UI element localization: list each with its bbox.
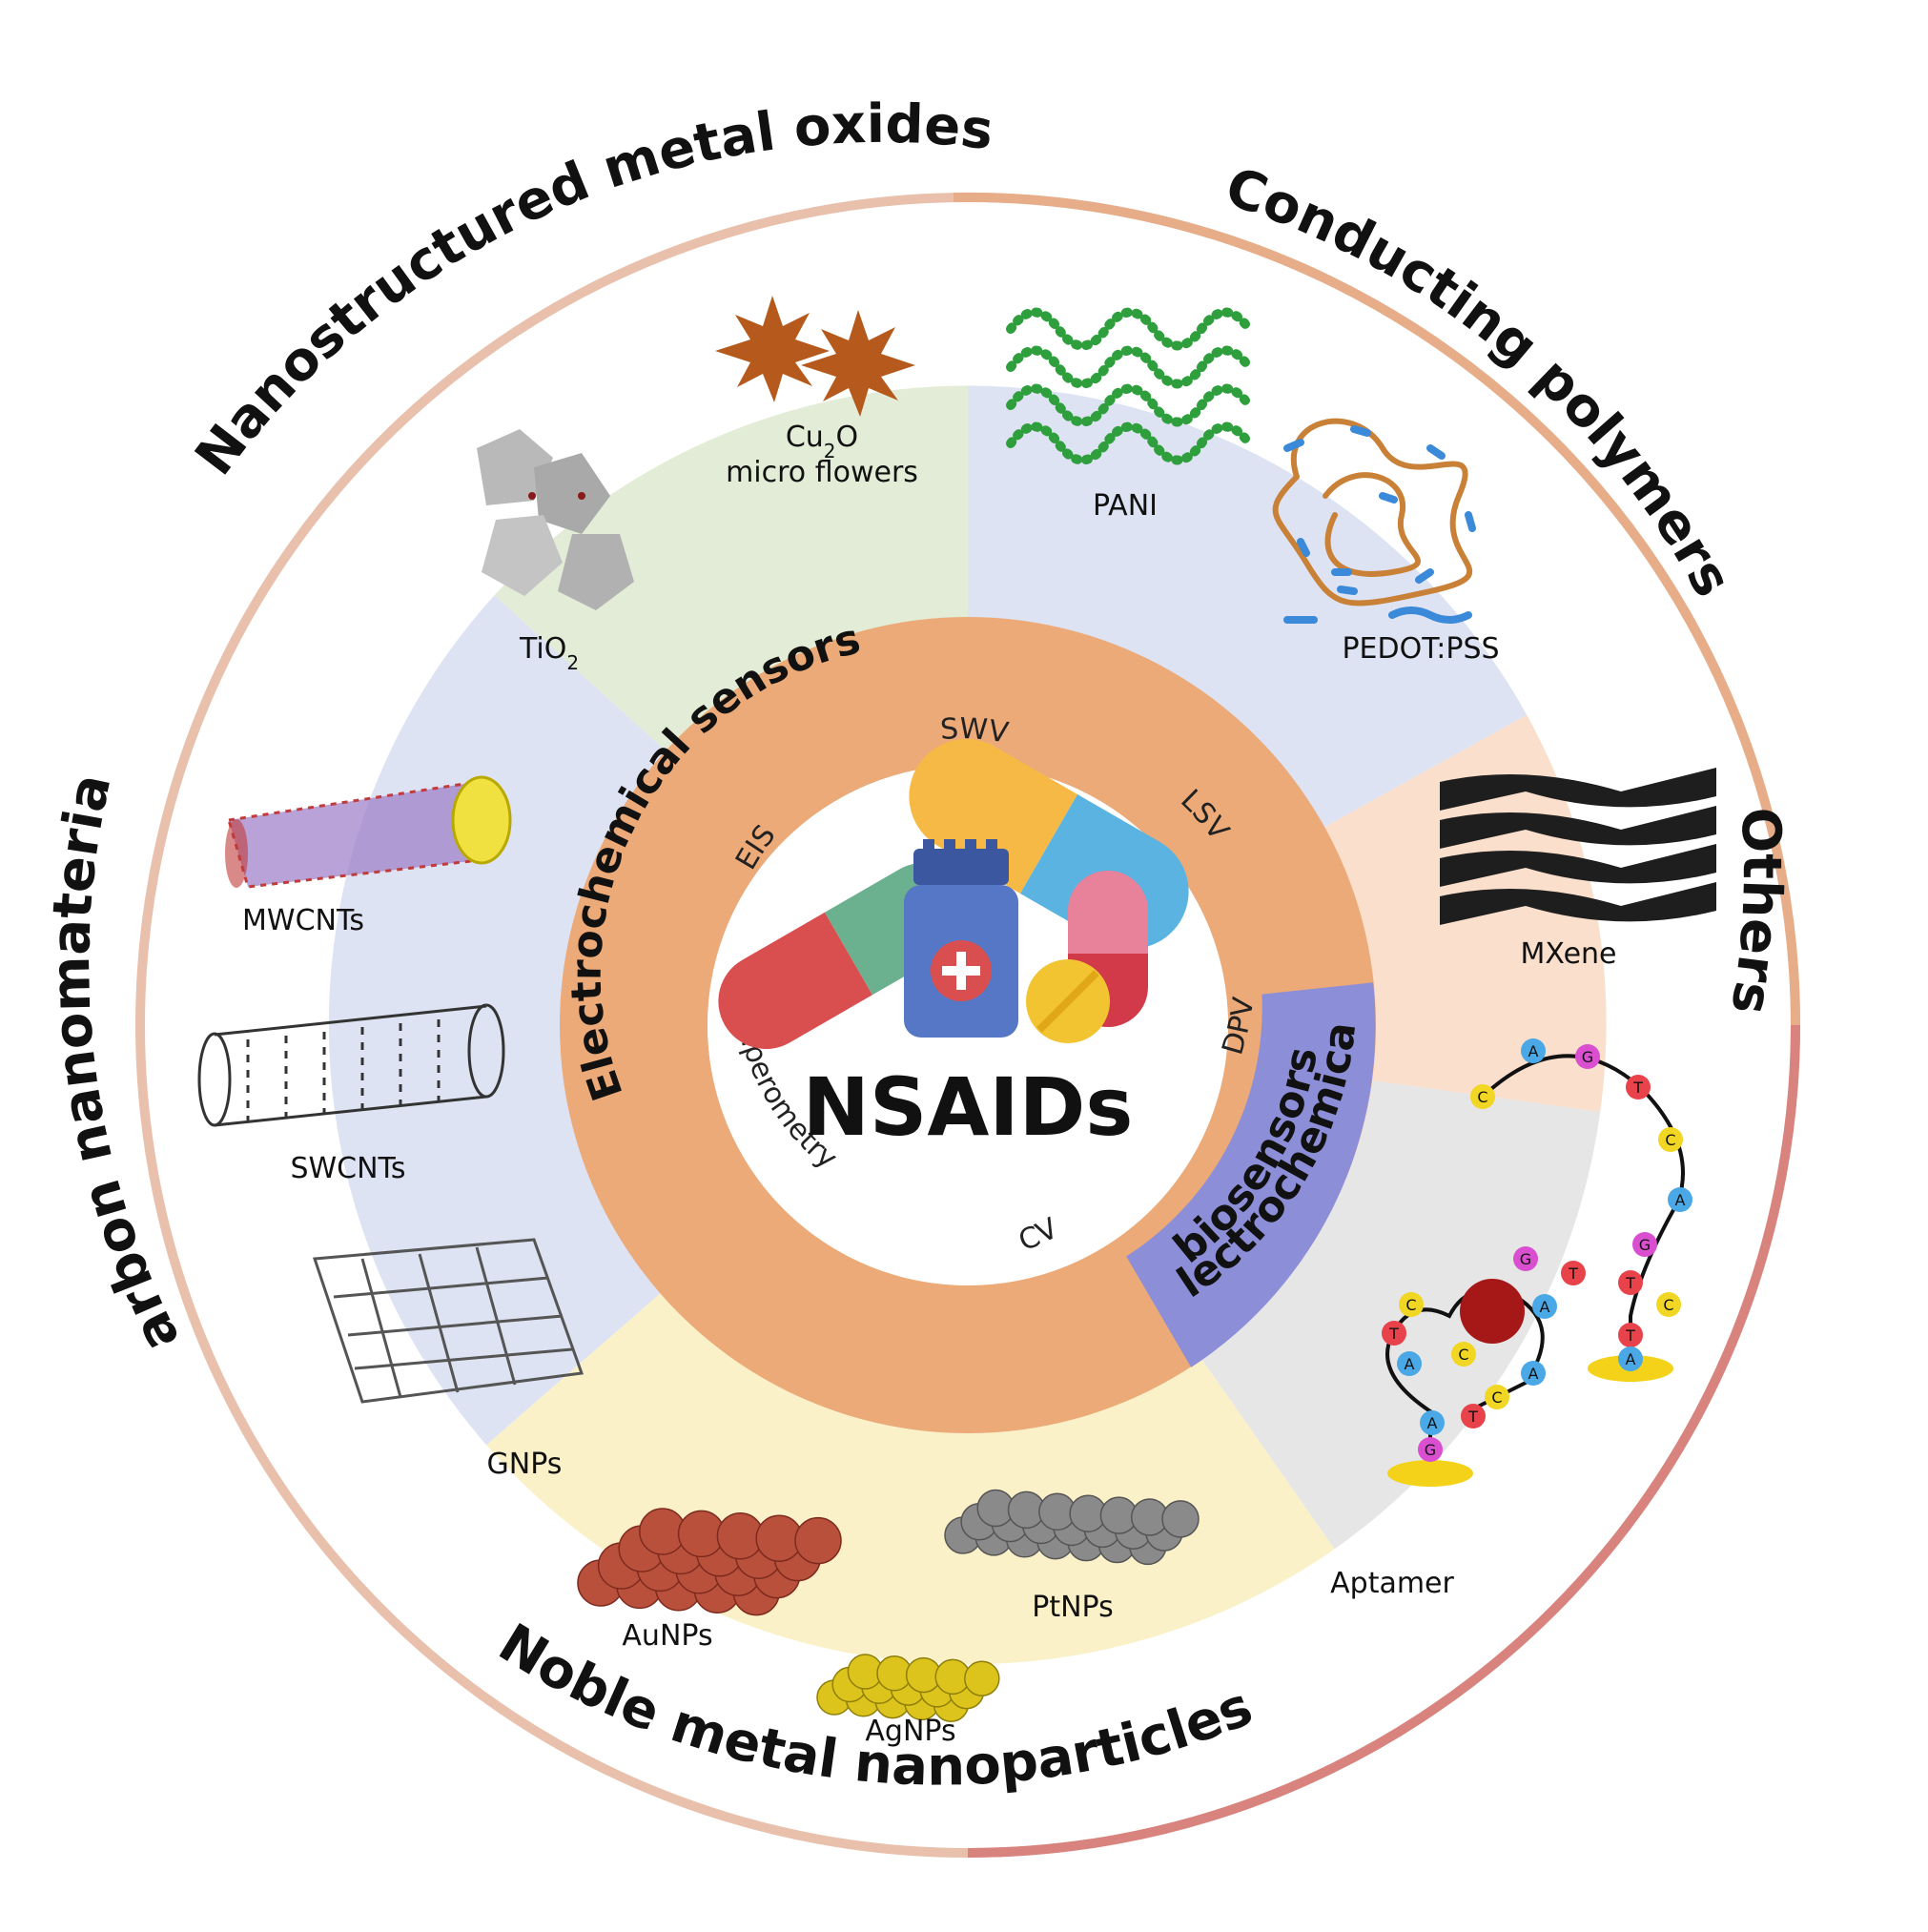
aunps-label: AuNPs [622,1619,712,1653]
aptamer-base-bead [1521,1361,1546,1386]
pill-tablet [1026,959,1110,1043]
aptamer-base-bead [1382,1321,1406,1346]
aptamer-base-letter: G [1582,1048,1593,1066]
pani-label: PANI [1093,489,1158,523]
nanoparticle [964,1660,1000,1696]
aptamer-base-letter: T [1632,1079,1643,1097]
tio2-label: TiO2 [519,632,579,674]
center-title: NSAIDs [803,1060,1134,1154]
aptamer-base-bead [1656,1292,1681,1317]
aptamer-base-bead [1397,1351,1422,1376]
aptamer-base-bead [1668,1187,1692,1212]
agnps-label: AgNPs [865,1715,955,1748]
mwcnts-label: MWCNTs [242,904,364,937]
target-molecule [1460,1279,1525,1344]
aptamer-base-letter: G [1520,1250,1531,1268]
aptamer-base-letter: T [1625,1274,1635,1292]
agnps-icon [816,1654,1000,1722]
aptamer-base-bead [1618,1346,1643,1371]
outer-label-carbon: Carbon nanomaterials [0,0,192,1361]
biosensor-segment [1126,982,1376,1367]
aptamer-base-bead [1513,1246,1538,1271]
nanoparticle [794,1516,842,1565]
aptamer-base-letter: T [1388,1325,1399,1343]
swcnts-icon [197,1003,505,1127]
cu2o-label-line2: micro flowers [726,456,918,489]
aptamer-base-letter: A [1540,1298,1550,1316]
aptamer-base-bead [1618,1270,1643,1295]
aptamer-base-bead [1532,1294,1557,1319]
pedot-pss-label: PEDOT:PSS [1342,632,1499,666]
aptamer-base-letter: C [1405,1296,1416,1314]
nanoparticle [1161,1500,1200,1538]
outer-ring [135,192,1800,1858]
aptamer-base-letter: A [1528,1365,1539,1383]
aptamer-icon [1385,1054,1685,1487]
outer-label-others: Others [1718,806,1793,1018]
aptamer-base-bead [1658,1127,1683,1152]
aptamer-base-bead [1399,1292,1424,1317]
ptnps-icon [944,1489,1200,1566]
gnps-icon [312,1238,585,1404]
aptamer-base-bead [1618,1323,1643,1347]
aptamer-base-letter: T [1568,1264,1578,1283]
aptamer-base-letter: G [1425,1441,1436,1459]
aptamer-base-letter: T [1625,1326,1635,1345]
cu2o-label: Cu2O [786,421,858,462]
mwcnts-icon [225,775,512,889]
aptamer-base-letter: C [1458,1346,1468,1364]
aptamer-base-letter: C [1477,1088,1487,1106]
aptamer-base-letter: A [1626,1350,1636,1368]
aptamer-base-bead [1521,1038,1546,1063]
aptamer-base-bead [1418,1437,1443,1462]
aptamer-base-bead [1485,1385,1509,1409]
swcnts-label: SWCNTs [290,1152,405,1185]
aptamer-base-letter: A [1675,1191,1686,1209]
mxene-label: MXene [1520,937,1616,971]
aptamer-base-bead [1470,1084,1495,1109]
tio2-crystal-icon [477,429,634,610]
aptamer-base-bead [1575,1044,1600,1069]
aptamer-base-letter: A [1528,1042,1539,1060]
medicine-bottle [904,839,1018,1038]
gnps-label: GNPs [487,1448,563,1481]
aptamer-base-bead [1451,1342,1476,1367]
pani-chains-icon [1006,307,1254,465]
aptamer-base-letter: C [1663,1296,1673,1314]
aptamer-base-bead [1626,1075,1651,1100]
aptamer-base-letter: C [1665,1131,1675,1149]
aptamer-base-bead [1632,1232,1657,1257]
aptamer-base-bead [1561,1261,1586,1285]
ptnps-label: PtNPs [1032,1591,1114,1624]
aptamer-base-letter: C [1491,1388,1502,1407]
aptamer-base-letter: T [1467,1408,1478,1426]
aptamer-base-bead [1420,1410,1445,1435]
aptamer-base-letter: G [1639,1236,1651,1254]
cu2o-flowers-icon [715,296,915,417]
mxene-layers-icon [1440,768,1716,925]
aptamer-base-letter: A [1405,1355,1415,1373]
pedot-pss-icon [1272,418,1476,624]
aptamer-base-bead [1461,1404,1486,1428]
aptamer-label: Aptamer [1330,1567,1454,1600]
aunps-icon [577,1508,842,1616]
drug-illustration [718,739,1189,1049]
aptamer-base-letter: A [1427,1414,1438,1432]
